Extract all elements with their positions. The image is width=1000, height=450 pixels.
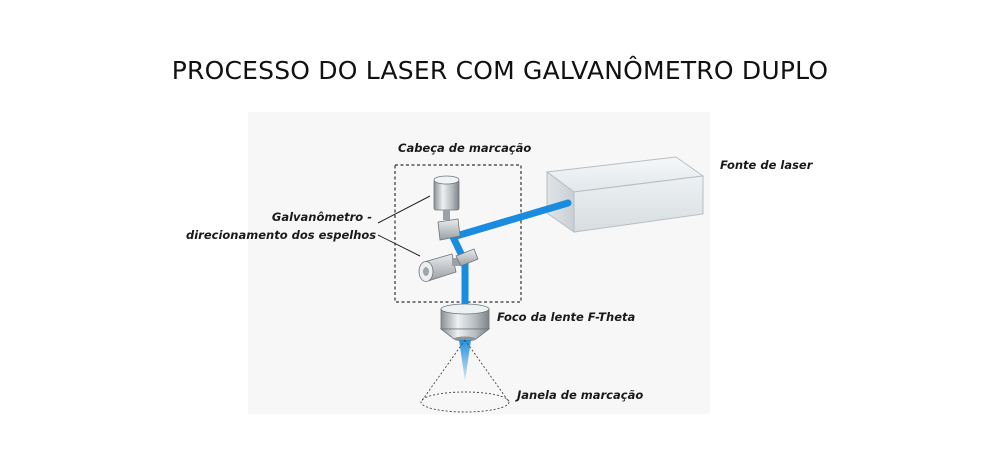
galvo-motor-upper [433,175,460,220]
galvo-motor-lower [418,253,460,282]
marking-window [420,339,510,413]
f-theta-lens [439,303,491,342]
laser-beam [449,199,572,308]
galvo-mirror-lower [455,248,479,267]
galvo-label-line1: Galvanômetro - [271,210,372,224]
marking-head-label: Cabeça de marcação [398,141,532,155]
galvo-label-line2: direcionamento dos espelhos [186,228,377,242]
laser-source-box [545,156,705,233]
laser-source-label: Fonte de laser [720,158,813,172]
lens-focus-label: Foco da lente F-Theta [497,310,636,324]
marking-window-label: Janela de marcação [517,388,644,402]
marking-head-box [394,164,522,303]
galvo-pointer-upper [377,195,431,224]
galvo-mirror-upper [437,218,461,241]
focused-beam [459,340,471,381]
page-title: PROCESSO DO LASER COM GALVANÔMETRO DUPLO [171,56,829,85]
galvo-pointer-lower [377,234,421,257]
